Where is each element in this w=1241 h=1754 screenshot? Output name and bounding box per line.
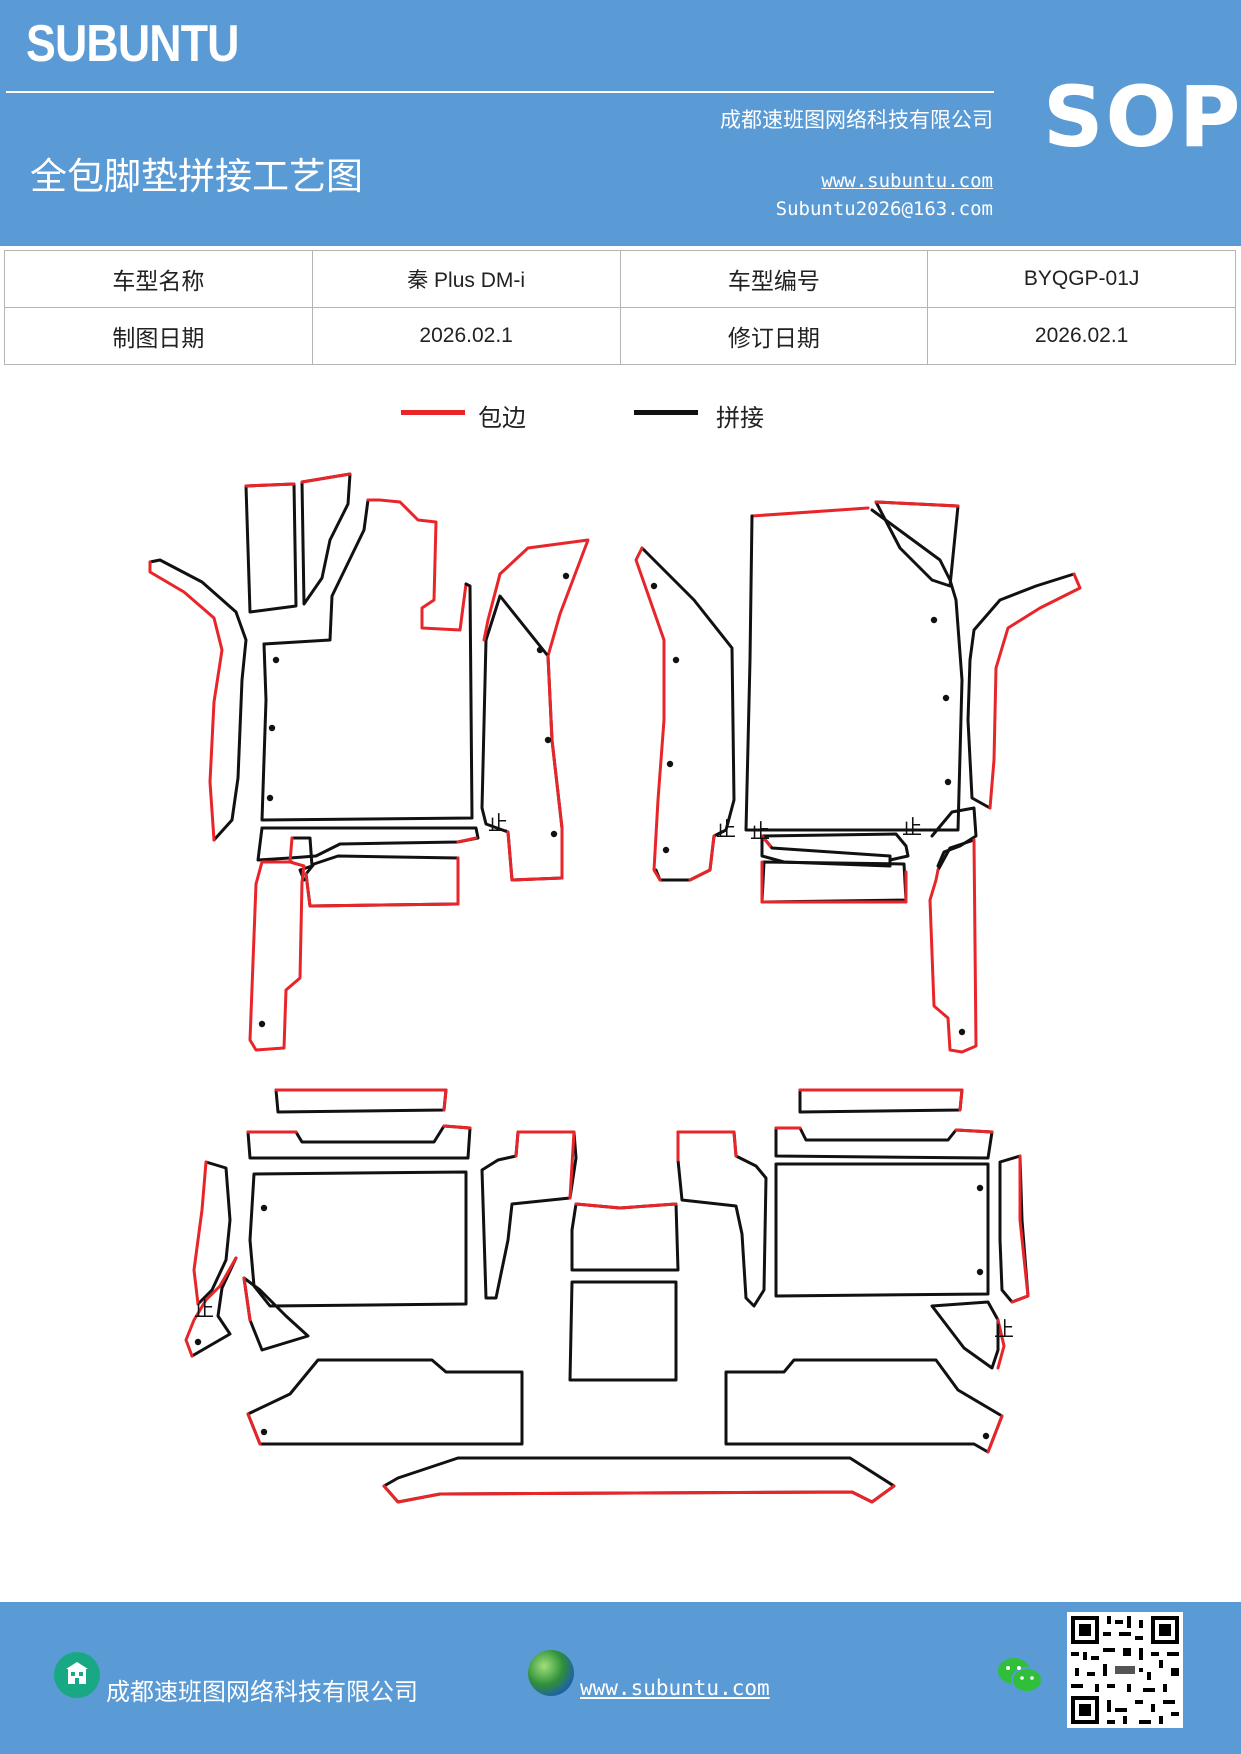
sop-badge: SOP: [1043, 68, 1241, 166]
legend-label-edge: 包边: [478, 404, 526, 432]
qr-code: [1067, 1612, 1183, 1728]
header-company: 成都速班图网络科技有限公司: [720, 108, 993, 132]
label-drawing-date: 制图日期: [4, 307, 313, 365]
table-row: 车型名称 秦 Plus DM-i 车型编号 BYQGP-01J: [4, 250, 1236, 308]
legend-label-seam: 拼接: [716, 404, 764, 432]
stop-mark: 止: [194, 1297, 214, 1321]
stop-mark: 止: [716, 817, 736, 841]
wechat-icon[interactable]: [996, 1654, 1044, 1698]
rear-left-mats: [184, 1088, 578, 1446]
vehicle-info-table: 车型名称 秦 Plus DM-i 车型编号 BYQGP-01J 制图日期 202…: [4, 250, 1236, 365]
globe-icon: [528, 1650, 574, 1696]
stop-mark: 止: [994, 1317, 1014, 1341]
value-revision-date: 2026.02.1: [927, 307, 1236, 365]
front-right-mats: [634, 500, 1082, 1054]
table-row: 制图日期 2026.02.1 修订日期 2026.02.1: [4, 307, 1236, 365]
center-tunnel-mats: [382, 1202, 896, 1504]
legend-swatch-seam: [634, 410, 698, 415]
front-left-mats: [148, 472, 590, 1052]
footer-banner: 成都速班图网络科技有限公司 www.subuntu.com: [0, 1602, 1241, 1754]
legend: 包边 拼接: [0, 398, 1241, 438]
value-model-code: BYQGP-01J: [927, 250, 1236, 308]
document-title: 全包脚垫拼接工艺图: [30, 155, 363, 198]
header-email: Subuntu2026@163.com: [775, 198, 993, 220]
footer-company: 成都速班图网络科技有限公司: [106, 1678, 418, 1706]
footer-website-link[interactable]: www.subuntu.com: [580, 1676, 770, 1700]
label-model-name: 车型名称: [4, 250, 313, 308]
building-icon: [54, 1652, 100, 1698]
label-revision-date: 修订日期: [619, 307, 929, 365]
value-drawing-date: 2026.02.1: [311, 307, 621, 365]
rear-right-mats: [676, 1088, 1030, 1454]
stop-mark: 止: [902, 815, 922, 839]
header-banner: SUBUNTU 成都速班图网络科技有限公司 全包脚垫拼接工艺图 www.subu…: [0, 0, 1241, 246]
stop-marks: 止 止 止 止 止 止: [194, 811, 1014, 1341]
legend-swatch-edge: [401, 410, 465, 415]
stop-mark: 止: [750, 819, 770, 843]
header-website-link[interactable]: www.subuntu.com: [821, 170, 993, 192]
stop-mark: 止: [488, 811, 508, 835]
header-divider: [6, 91, 994, 93]
brand-logo: SUBUNTU: [26, 15, 239, 73]
label-model-code: 车型编号: [619, 250, 929, 308]
value-model-name: 秦 Plus DM-i: [311, 250, 621, 308]
